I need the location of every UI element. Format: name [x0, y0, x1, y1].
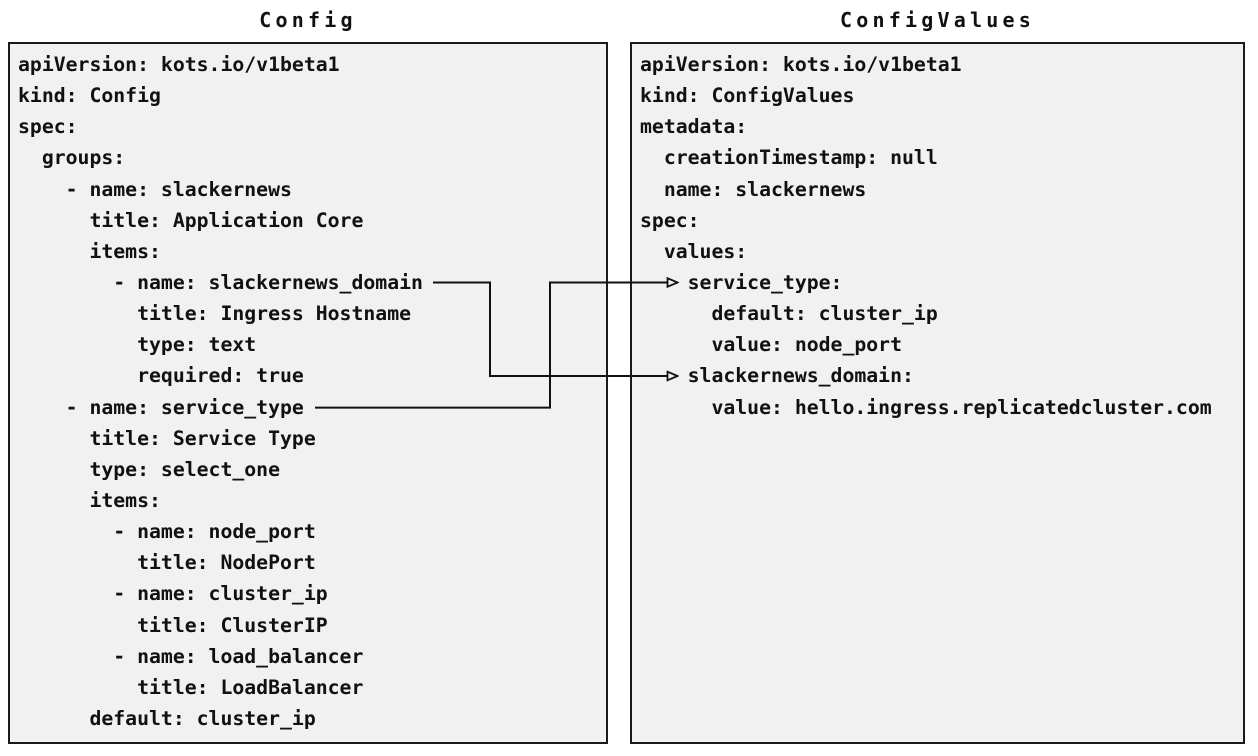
configvalues-yaml-code: apiVersion: kots.io/v1beta1 kind: Config… — [640, 53, 1212, 419]
configvalues-panel-title: ConfigValues — [840, 8, 1035, 32]
config-panel-title: Config — [259, 8, 357, 32]
config-yaml-code: apiVersion: kots.io/v1beta1 kind: Config… — [18, 53, 423, 730]
config-yaml-box: apiVersion: kots.io/v1beta1 kind: Config… — [8, 42, 608, 744]
configvalues-yaml-box: apiVersion: kots.io/v1beta1 kind: Config… — [630, 42, 1245, 744]
